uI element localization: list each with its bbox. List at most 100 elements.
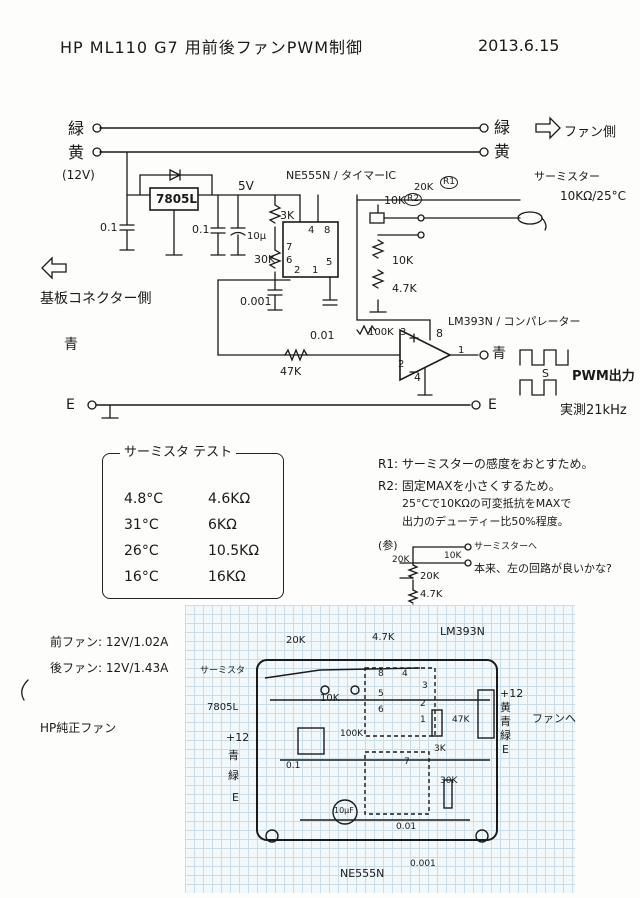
label-yellow-right: 黄	[494, 142, 511, 161]
res-10k-var: 10K	[384, 194, 406, 207]
board-c001: 0.01	[396, 822, 417, 832]
label-blue-left: 青	[64, 337, 78, 353]
pin555-1: 1	[312, 265, 319, 276]
test-row-resistance: 6KΩ	[208, 517, 237, 533]
measured-freq: 実測21kHz	[560, 403, 627, 418]
board-47k: 47K	[452, 715, 470, 725]
board-pin2: 2	[420, 699, 426, 709]
pin393-3: 3	[400, 327, 407, 338]
cap-c2: 0.1	[192, 223, 210, 236]
pin393-1: 1	[458, 345, 465, 356]
label-fan-side: ファン側	[564, 125, 617, 140]
label-blue-right: 青	[492, 346, 506, 362]
res-4k7: 4.7K	[392, 282, 417, 295]
board-pin6: 6	[378, 705, 384, 715]
alt-to-thermistor: サーミスターへ	[474, 542, 538, 552]
board-pin1: 1	[420, 715, 426, 725]
fan-brand: HP純正ファン	[40, 721, 117, 735]
pwm-output-label: PWM出力	[572, 369, 635, 384]
thermistor-label: サーミスター	[534, 170, 600, 183]
label-board-connector: 基板コネクター側	[40, 291, 152, 307]
test-row-temp: 26°C	[124, 543, 159, 559]
pin555-7: 7	[286, 242, 293, 253]
board-10k: 10K	[320, 693, 340, 704]
board-100k: 100K	[340, 729, 364, 739]
board-green-right: 緑	[500, 729, 511, 742]
period-label: S	[542, 367, 549, 380]
alt-20k-b: 20K	[420, 571, 440, 582]
board-pin3: 3	[422, 681, 428, 691]
test-row-temp: 4.8°C	[124, 491, 164, 507]
cap-c3: 10μ	[247, 231, 267, 242]
note-r1: R1: サーミスターの感度をおとすため。	[378, 457, 594, 471]
board-4k7: 4.7K	[372, 632, 395, 643]
pin555-4: 4	[308, 225, 315, 236]
pin393-8: 8	[436, 327, 443, 340]
fan-front: 前ファン: 12V/1.02A	[50, 635, 169, 649]
board-30k: 30K	[440, 776, 458, 786]
res-47k: 47K	[280, 365, 302, 378]
board-pin7: 7	[404, 757, 410, 767]
label-12v: (12V)	[62, 168, 95, 182]
res-100k: 100K	[368, 327, 394, 338]
board-plus12: +12	[226, 731, 250, 744]
board-e-right: E	[502, 743, 509, 756]
ne555-chip	[282, 221, 339, 278]
board-c0001: 0.001	[410, 859, 436, 869]
board-pin4: 4	[402, 669, 408, 679]
timer-label: NE555N / タイマーIC	[286, 169, 397, 182]
page-date: 2013.6.15	[478, 36, 560, 55]
pwm-waveform	[519, 349, 569, 366]
regulator-label: 7805L	[156, 192, 198, 206]
fan-rear: 後ファン: 12V/1.43A	[50, 661, 169, 675]
cap-c1: 0.1	[100, 221, 118, 234]
alt-4k7: 4.7K	[420, 589, 443, 600]
board-c01: 0.1	[286, 761, 301, 771]
board-3k: 3K	[434, 744, 446, 754]
pin393-2: 2	[398, 359, 405, 370]
cap-c5: 0.01	[310, 329, 335, 342]
board-side-arrow	[41, 256, 67, 280]
pin555-5: 5	[326, 257, 333, 268]
thermistor-test-title: サーミスタ テスト	[120, 446, 237, 459]
note-r2-line1: R2: 固定MAXを小さくするため。	[378, 479, 561, 493]
alt-tag: (参)	[378, 539, 398, 552]
board-plus12-right: +12	[500, 687, 524, 700]
board-e: E	[232, 791, 239, 804]
test-row-temp: 31°C	[124, 517, 159, 533]
board-c10u: 10μF	[334, 806, 354, 815]
r1-tag: R1	[440, 176, 458, 189]
label-green-left: 緑	[68, 119, 85, 138]
board-pin5: 5	[378, 689, 384, 699]
board-thermistor: サーミスタ	[200, 666, 246, 676]
fan-side-arrow	[535, 116, 561, 140]
label-green-right: 緑	[494, 118, 511, 137]
label-ground-right: E	[488, 397, 497, 413]
res-10k: 10K	[392, 254, 414, 267]
label-ground-left: E	[66, 397, 75, 413]
alt-10k: 10K	[444, 551, 462, 561]
comparator-label: LM393N / コンパレーター	[448, 315, 581, 328]
res-3k: 3K	[280, 209, 295, 222]
test-row-resistance: 10.5KΩ	[208, 543, 260, 559]
board-blue-right: 青	[500, 715, 511, 728]
board-blue: 青	[228, 749, 239, 762]
board-ne555: NE555N	[340, 867, 385, 880]
label-yellow-left: 黄	[68, 143, 85, 162]
cap-c4: 0.001	[240, 295, 272, 308]
pin555-8: 8	[324, 225, 331, 236]
pin393-4: 4	[414, 371, 421, 384]
board-to-fan: ファンへ	[532, 712, 576, 725]
test-row-temp: 16°C	[124, 569, 159, 585]
note-r2-line2: 25°Cで10KΩの可変抵抗をMAXで	[402, 497, 572, 510]
test-row-resistance: 16KΩ	[208, 569, 246, 585]
r2-tag: R2	[404, 193, 422, 206]
board-7805l: 7805L	[207, 702, 239, 713]
board-yellow-right: 黄	[500, 701, 511, 714]
alt-comment: 本来、左の回路が良いかな?	[474, 562, 612, 575]
v5-label: 5V	[238, 179, 254, 193]
thermistor-spec: 10KΩ/25°C	[560, 189, 626, 203]
board-layout-grid	[185, 605, 575, 893]
